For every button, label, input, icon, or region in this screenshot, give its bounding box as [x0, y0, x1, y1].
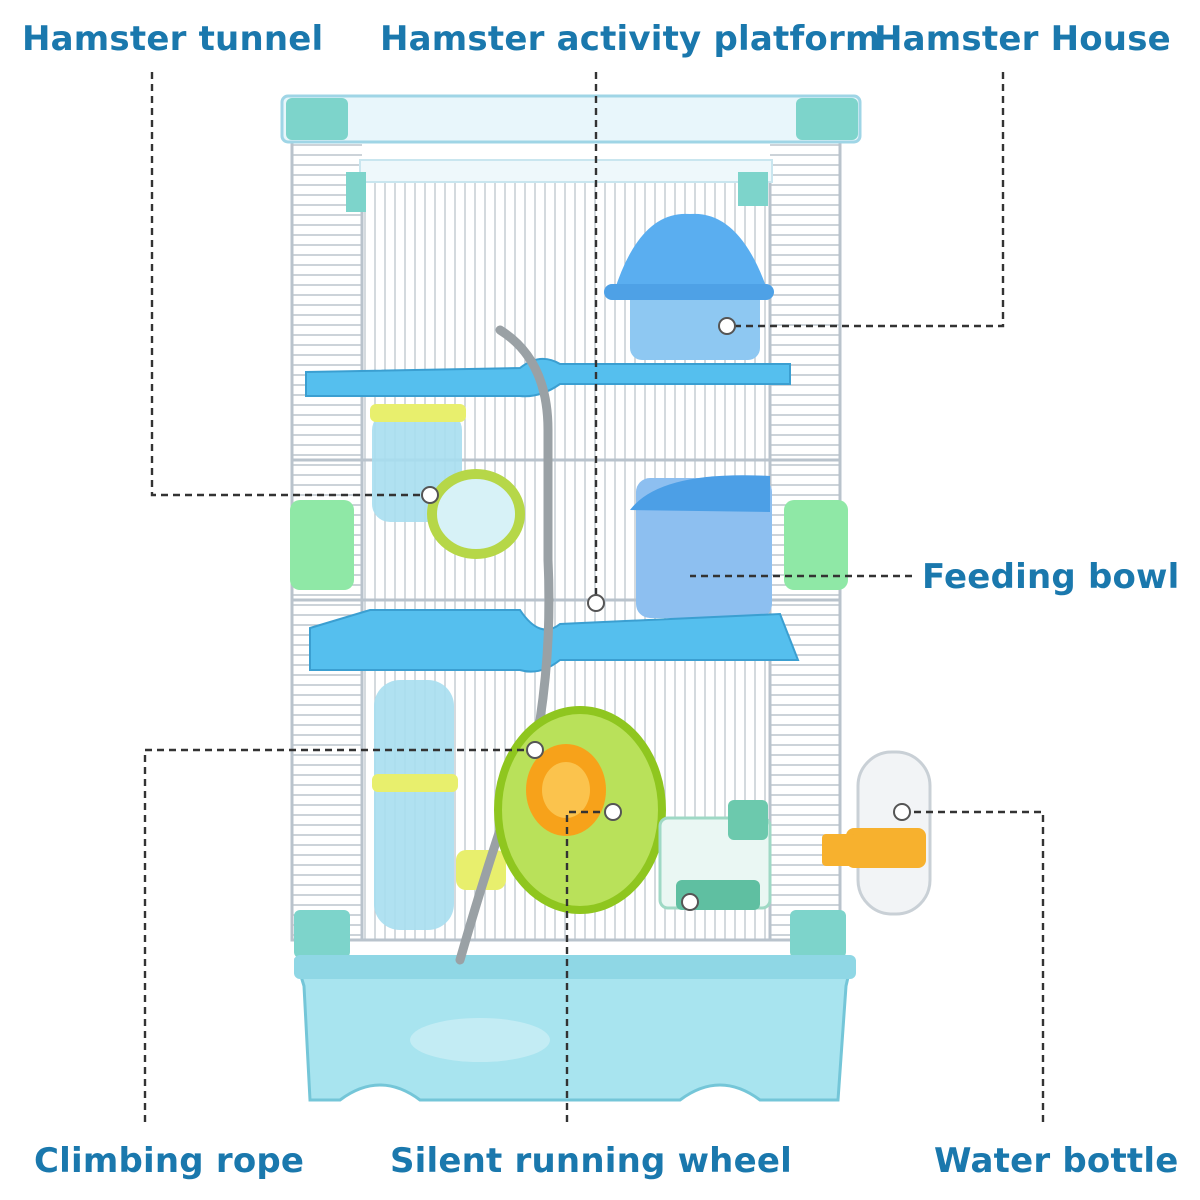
label-hamster-house: Hamster House	[874, 19, 1171, 59]
base-tray	[293, 958, 854, 1102]
marker-dot	[587, 594, 605, 612]
leader-line-hamster-tunnel	[150, 72, 430, 497]
corner-cap-top-left	[286, 98, 348, 140]
label-activity-platform: Hamster activity platform	[380, 19, 881, 59]
marker-dot	[681, 893, 699, 911]
connector-left	[290, 500, 354, 590]
label-feeding-bowl: Feeding bowl	[922, 557, 1180, 597]
marker-dot	[604, 803, 622, 821]
accessories	[305, 213, 932, 965]
middle-activity-platform	[309, 609, 800, 673]
leader-lines	[143, 72, 1045, 1122]
leader-dots	[421, 317, 911, 911]
hamster-house	[604, 213, 774, 360]
leader-line-running-wheel	[565, 810, 613, 1122]
running-wheel	[494, 706, 666, 914]
label-hamster-tunnel: Hamster tunnel	[22, 19, 324, 59]
label-climbing-rope: Climbing rope	[34, 1141, 305, 1181]
climbing-rope	[455, 325, 554, 965]
marker-dot	[526, 741, 544, 759]
cage	[280, 94, 862, 1102]
cage-lid	[280, 94, 862, 144]
lower-house	[658, 800, 772, 910]
feeding-bowl	[630, 475, 772, 618]
marker-dot	[421, 486, 439, 504]
leader-line-hamster-house	[727, 72, 1005, 328]
leader-line-climbing-rope	[143, 748, 535, 1122]
label-running-wheel: Silent running wheel	[390, 1141, 792, 1181]
corner-cap-top-right	[796, 98, 858, 140]
marker-dot	[718, 317, 736, 335]
water-bottle	[822, 750, 932, 916]
connector-right	[784, 500, 848, 590]
marker-dot	[893, 803, 911, 821]
label-water-bottle: Water bottle	[934, 1141, 1179, 1181]
